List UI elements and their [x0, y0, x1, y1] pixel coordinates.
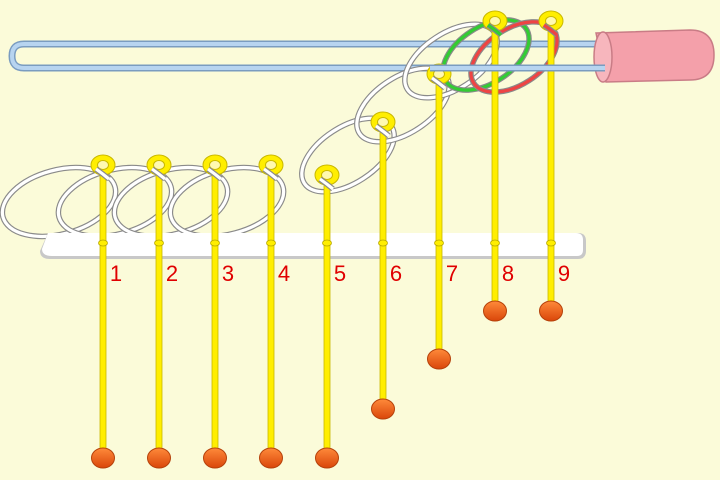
- ring-icon: [0, 166, 118, 238]
- knob-icon[interactable]: [91, 447, 115, 469]
- rod-label-2: 2: [166, 261, 178, 286]
- rod-icon: [211, 164, 219, 459]
- rod-4[interactable]: [259, 164, 283, 469]
- rod-head-hole: [377, 117, 389, 127]
- wire-loop-back: [8, 40, 609, 72]
- rod-icon: [267, 164, 275, 459]
- rod-head-8: [482, 10, 508, 38]
- ring-front-segment: [151, 167, 167, 181]
- ring-front-segment: [263, 167, 279, 181]
- rod-head-1: [90, 154, 116, 182]
- ring-1[interactable]: [0, 156, 123, 248]
- knob-icon[interactable]: [427, 348, 451, 370]
- handle-icon[interactable]: [595, 29, 715, 83]
- rod-hole: [490, 239, 500, 247]
- rod-2[interactable]: [147, 164, 171, 469]
- knob-icon[interactable]: [371, 398, 395, 420]
- rod-label-9: 9: [558, 261, 570, 286]
- knob-icon[interactable]: [203, 447, 227, 469]
- rod-hole: [546, 239, 556, 247]
- rod-3[interactable]: [203, 164, 227, 469]
- rod-hole: [322, 239, 332, 247]
- rod-label-1: 1: [110, 261, 122, 286]
- base-bar: [42, 233, 583, 256]
- rod-hole: [210, 239, 220, 247]
- rod-head-5: [314, 164, 340, 192]
- rod-icon: [323, 174, 331, 459]
- ring-front-segment: [207, 167, 223, 181]
- rod-label-6: 6: [390, 261, 402, 286]
- rod-head-hole: [321, 170, 333, 180]
- knob-icon[interactable]: [483, 300, 507, 322]
- rod-icon: [379, 121, 387, 410]
- rod-head-6: [370, 111, 396, 139]
- knob-icon[interactable]: [315, 447, 339, 469]
- ring-front-segment: [375, 124, 391, 138]
- rod-hole: [154, 239, 164, 247]
- rod-labels-layer: 1 2 3 4 5 6 7 8 9: [110, 261, 570, 286]
- rod-head-hole: [153, 160, 165, 170]
- rod-hole: [378, 239, 388, 247]
- handle-end: [593, 31, 613, 83]
- rod-head-3: [202, 154, 228, 182]
- rod-hole: [98, 239, 108, 247]
- rod-head-4: [258, 154, 284, 182]
- rod-label-4: 4: [278, 261, 290, 286]
- rings-back-layer: [0, 17, 560, 248]
- rod-label-8: 8: [502, 261, 514, 286]
- knob-icon[interactable]: [147, 447, 171, 469]
- rod-icon: [155, 164, 163, 459]
- rod-1[interactable]: [91, 164, 115, 469]
- knob-icon[interactable]: [259, 447, 283, 469]
- ring-front-segment: [319, 177, 335, 191]
- rod-head-hole: [97, 160, 109, 170]
- rod-label-7: 7: [446, 261, 458, 286]
- rod-hole: [266, 239, 276, 247]
- rod-hole: [434, 239, 444, 247]
- rod-head-9: [538, 10, 564, 38]
- rod-head-2: [146, 154, 172, 182]
- ring-front-segment: [431, 76, 447, 90]
- handle-layer: [593, 29, 715, 83]
- rod-head-hole: [209, 160, 221, 170]
- rod-5[interactable]: [315, 174, 339, 469]
- rod-icon: [435, 73, 443, 360]
- rings-front-layer: [90, 10, 564, 192]
- base-bar-layer: [40, 233, 586, 259]
- ring-front-segment: [543, 23, 559, 37]
- wire-loop-icon[interactable]: [9, 42, 607, 70]
- rod-head-hole: [489, 16, 501, 26]
- rod-8[interactable]: [483, 20, 507, 322]
- rods-layer: [91, 20, 563, 469]
- knob-icon[interactable]: [539, 300, 563, 322]
- rod-icon: [99, 164, 107, 459]
- ring-front-segment: [95, 167, 111, 181]
- ring-front-segment: [487, 23, 503, 37]
- rod-label-3: 3: [222, 261, 234, 286]
- rod-head-hole: [265, 160, 277, 170]
- rod-label-5: 5: [334, 261, 346, 286]
- rod-head-hole: [545, 16, 557, 26]
